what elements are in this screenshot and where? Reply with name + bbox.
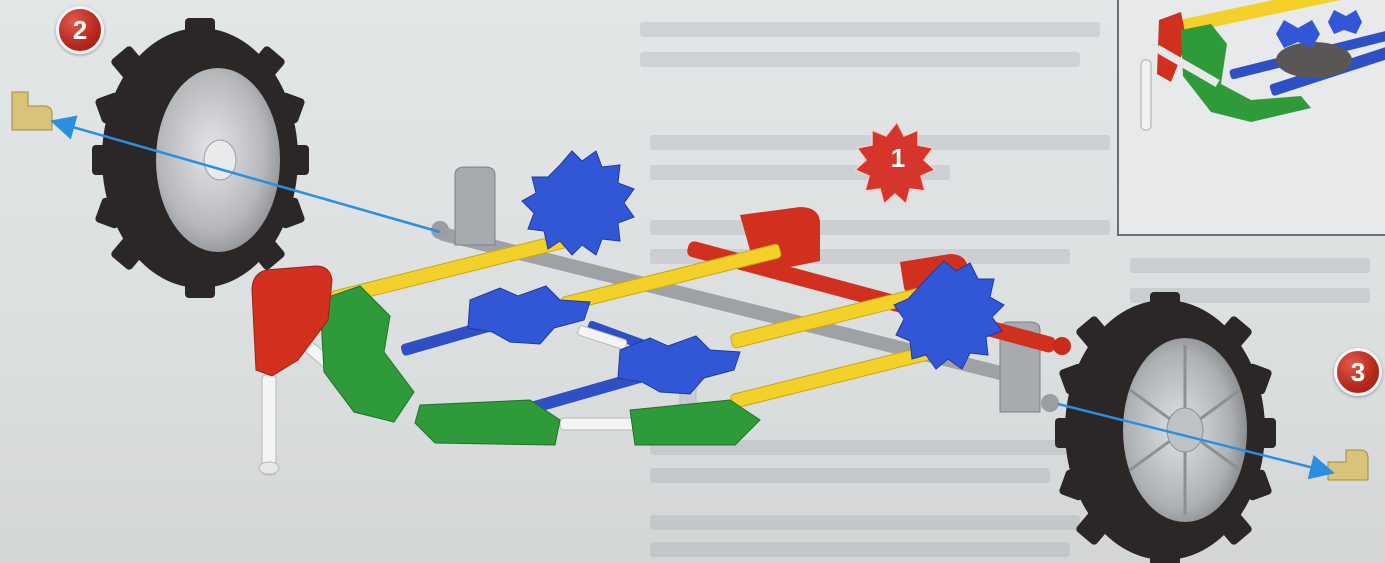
axle-cap-left bbox=[12, 92, 52, 130]
step-3-badge: 3 bbox=[1334, 348, 1382, 396]
axle-cap-right bbox=[1328, 450, 1368, 480]
left-wheel bbox=[92, 18, 309, 298]
step-2-badge: 2 bbox=[56, 6, 104, 54]
right-wheel bbox=[1055, 292, 1276, 563]
step-1-label: 1 bbox=[878, 143, 918, 174]
